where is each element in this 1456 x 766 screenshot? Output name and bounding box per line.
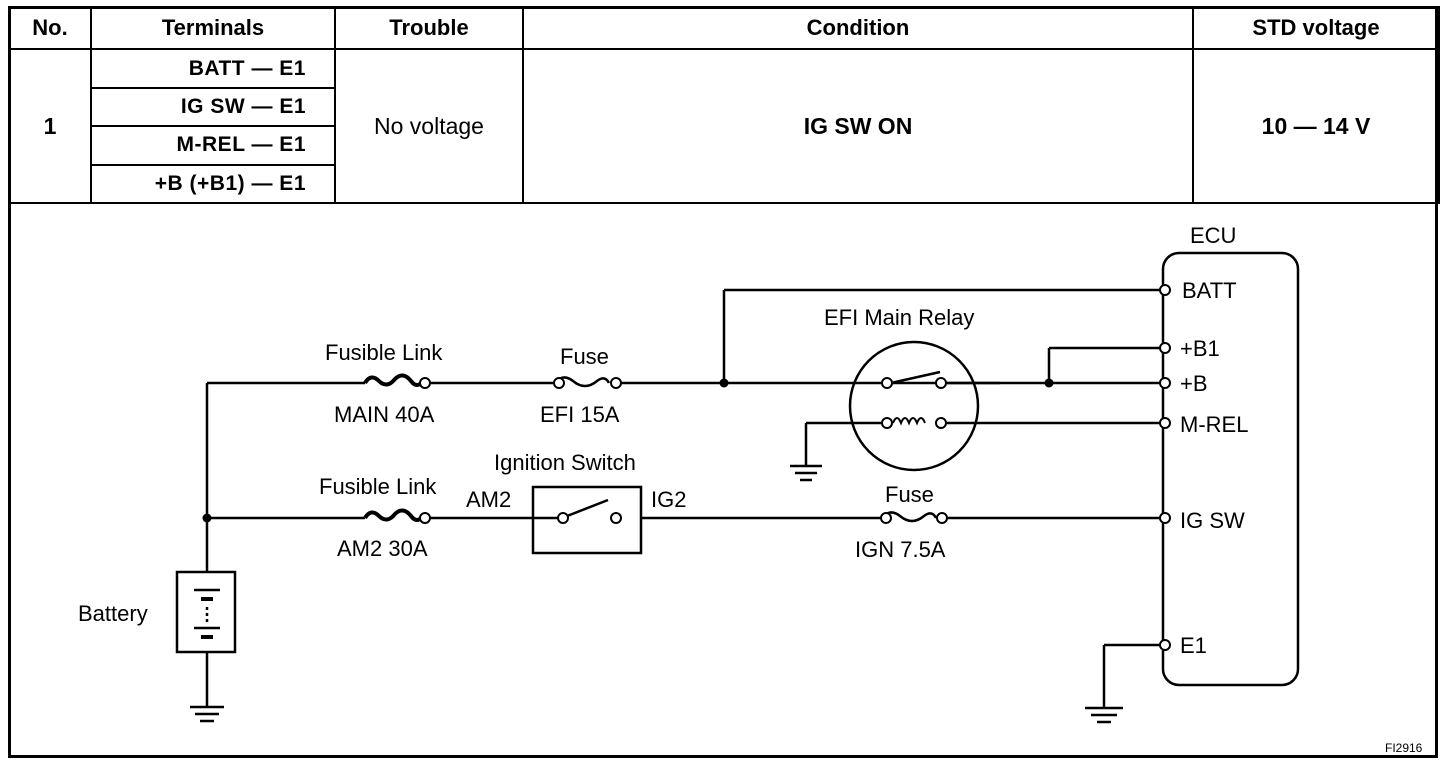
ecu-label: ECU: [1190, 223, 1236, 248]
figure-id: FI2916: [1385, 741, 1423, 755]
fuse-ign-label: Fuse: [885, 482, 934, 507]
fusible-link-main-label: Fusible Link: [325, 340, 443, 365]
table-row: 1 BATT — E1 No voltage IG SW ON 10 — 14 …: [8, 48, 1440, 204]
fuse-efi-label: Fuse: [560, 344, 609, 369]
relay-ground-symbol: [790, 464, 822, 482]
ecu-terminal-batt: BATT: [1182, 278, 1237, 303]
ignition-switch-in: AM2: [466, 487, 511, 512]
table-row: +B (+B1) — E1: [9, 163, 1439, 205]
ecu-terminal-b1: +B1: [1180, 336, 1220, 361]
ecu-terminal-e1: E1: [1180, 633, 1207, 658]
efi-main-relay-label: EFI Main Relay: [824, 305, 974, 330]
trouble-cell: No voltage: [334, 48, 524, 204]
fusible-link-am2-label: Fusible Link: [319, 474, 437, 499]
ignition-switch-label: Ignition Switch: [494, 450, 636, 475]
header-row: No. Terminals Trouble Condition STD volt…: [8, 5, 1440, 51]
fusible-link-main-symbol: [363, 373, 425, 387]
fuse-ign-symbol: [881, 511, 938, 523]
fuse-efi-rating: EFI 15A: [540, 402, 620, 427]
condition-cell: IG SW ON: [522, 48, 1194, 204]
battery-ground-symbol: [190, 705, 224, 723]
ignition-switch-out: IG2: [651, 487, 686, 512]
terminal-igsw-e1: IG SW — E1: [90, 86, 336, 128]
terminal-mrel-e1: M-REL — E1: [90, 125, 336, 166]
terminal-batt-e1: BATT — E1: [90, 48, 336, 89]
col-terminals: Terminals: [90, 5, 336, 51]
ecu-terminal-b: +B: [1180, 371, 1208, 396]
battery-label: Battery: [78, 601, 148, 626]
ecu-terminal-mrel: M-REL: [1180, 412, 1248, 437]
col-no: No.: [8, 5, 92, 51]
fuse-ign-rating: IGN 7.5A: [855, 537, 946, 562]
efi-main-relay-symbol: [848, 340, 980, 472]
battery-box: [175, 570, 237, 654]
std-voltage-cell: 10 — 14 V: [1192, 48, 1440, 204]
table-row: M-REL — E1: [9, 125, 1439, 166]
col-condition: Condition: [522, 5, 1194, 51]
fuse-efi-symbol: [554, 376, 611, 388]
table-row: IG SW — E1: [9, 86, 1439, 128]
ignition-switch-box: [531, 485, 643, 555]
fusible-link-am2-rating: AM2 30A: [337, 536, 428, 561]
spec-table: No. Terminals Trouble Condition STD volt…: [8, 5, 1440, 205]
terminal-b-e1: +B (+B1) — E1: [90, 163, 336, 205]
ecu-terminal-igsw: IG SW: [1180, 508, 1245, 533]
ecu-ground-symbol: [1085, 706, 1123, 724]
fusible-link-main-rating: MAIN 40A: [334, 402, 435, 427]
fusible-link-am2-symbol: [363, 508, 425, 522]
page-frame: [8, 6, 1438, 758]
ecu-box: [1161, 251, 1300, 687]
